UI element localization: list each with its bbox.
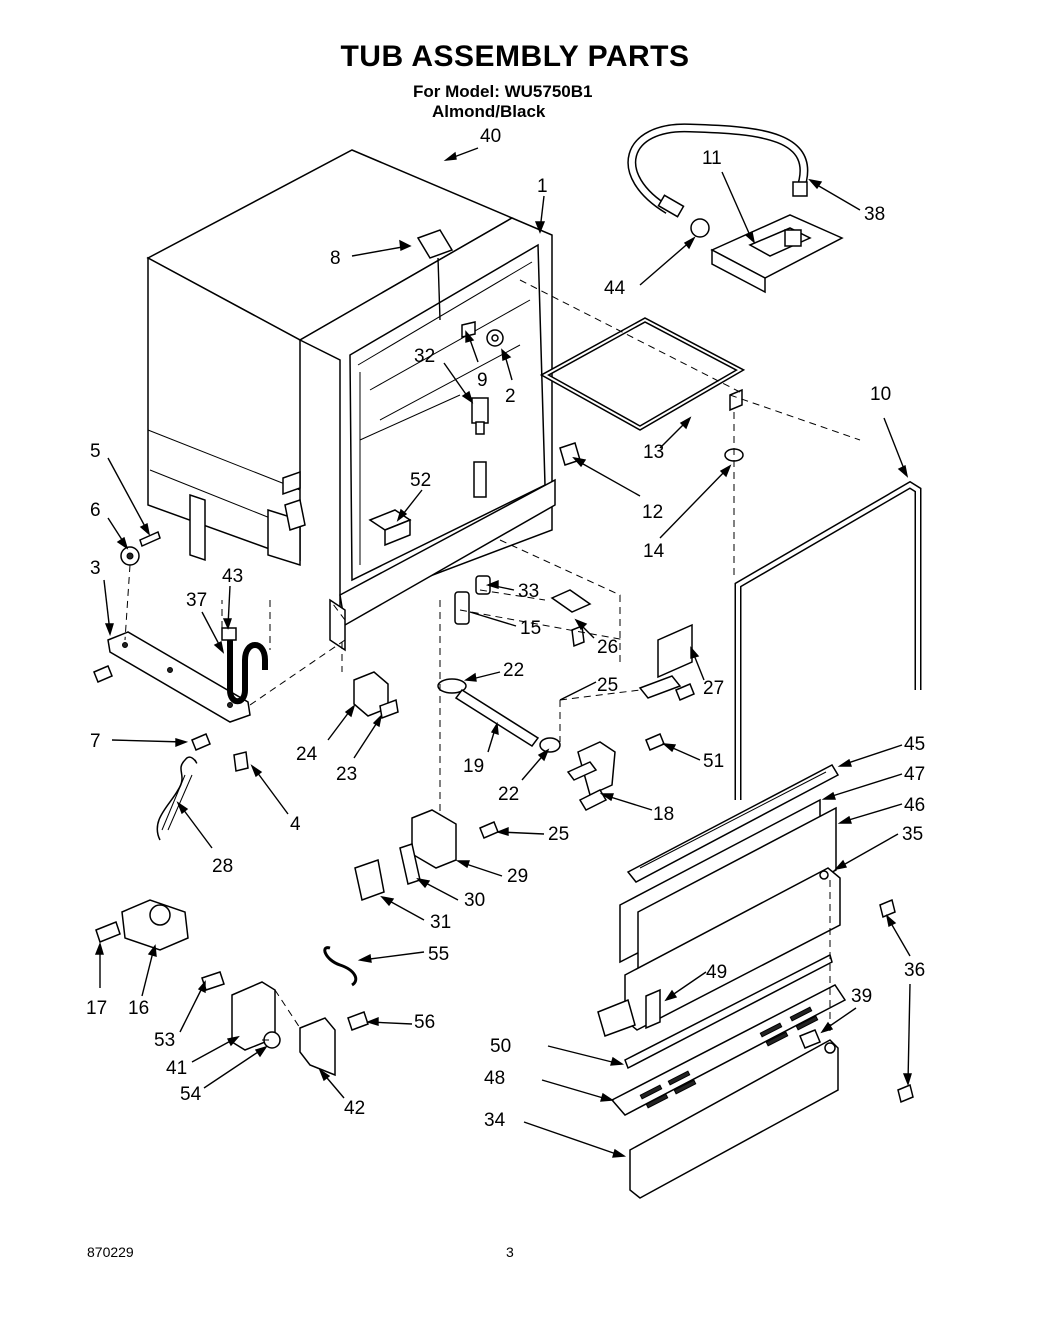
callout-25-lower: 25 [548, 824, 569, 845]
callout-53: 53 [154, 1030, 175, 1051]
callout-5: 5 [90, 441, 101, 462]
page-number: 3 [506, 1244, 514, 1260]
callout-24: 24 [296, 744, 318, 765]
callout-52: 52 [410, 470, 431, 491]
middle-parts-drawing [93, 530, 695, 901]
callout-28: 28 [212, 856, 233, 877]
callout-41: 41 [166, 1058, 187, 1079]
callout-42: 42 [344, 1098, 365, 1119]
color-line: Almond/Black [432, 102, 546, 121]
tub-shell-drawing [146, 149, 581, 652]
callout-23: 23 [336, 764, 357, 785]
callout-44: 44 [604, 278, 626, 299]
callout-40: 40 [480, 126, 501, 147]
callout-8: 8 [330, 248, 341, 269]
lower-left-parts-drawing [95, 899, 369, 1077]
callout-29: 29 [507, 866, 528, 887]
callout-25: 25 [597, 675, 618, 696]
callout-12: 12 [642, 502, 663, 523]
callout-55: 55 [428, 944, 449, 965]
model-line: For Model: WU5750B1 [413, 82, 593, 101]
callout-22-lower: 22 [498, 784, 519, 805]
callout-47: 47 [904, 764, 925, 785]
page-title: TUB ASSEMBLY PARTS [340, 40, 690, 73]
callout-labels: 40 1 8 9 2 32 11 38 44 13 12 14 10 5 6 5… [86, 126, 925, 1131]
callout-10: 10 [870, 384, 891, 405]
top-right-parts-drawing [539, 123, 922, 800]
callout-30: 30 [464, 890, 485, 911]
callout-2: 2 [505, 386, 516, 407]
callout-19: 19 [463, 756, 484, 777]
callout-7: 7 [90, 731, 101, 752]
callout-1: 1 [537, 176, 548, 197]
leader-lines [94, 147, 912, 1158]
callout-36: 36 [904, 960, 925, 981]
callout-37: 37 [186, 590, 207, 611]
callout-18: 18 [653, 804, 674, 825]
callout-48: 48 [484, 1068, 505, 1089]
callout-45: 45 [904, 734, 925, 755]
callout-51: 51 [703, 751, 724, 772]
callout-4: 4 [290, 814, 301, 835]
center-lines [124, 279, 861, 1041]
callout-15: 15 [520, 618, 541, 639]
callout-9: 9 [477, 370, 488, 391]
callout-32: 32 [414, 346, 435, 367]
diagram-code: 870229 [87, 1244, 134, 1260]
callout-38: 38 [864, 204, 885, 225]
callout-54: 54 [180, 1084, 202, 1105]
callout-6: 6 [90, 500, 101, 521]
callout-17: 17 [86, 998, 107, 1019]
callout-27: 27 [703, 678, 724, 699]
callout-14: 14 [643, 541, 665, 562]
callout-26: 26 [597, 637, 618, 658]
callout-33: 33 [518, 581, 539, 602]
callout-31: 31 [430, 912, 451, 933]
callout-43: 43 [222, 566, 243, 587]
callout-11: 11 [702, 148, 722, 169]
callout-49: 49 [706, 962, 727, 983]
callout-39: 39 [851, 986, 872, 1007]
callout-46: 46 [904, 795, 925, 816]
callout-34: 34 [484, 1110, 506, 1131]
callout-16: 16 [128, 998, 149, 1019]
callout-3: 3 [90, 558, 101, 579]
callout-56: 56 [414, 1012, 435, 1033]
callout-22: 22 [503, 660, 524, 681]
callout-50: 50 [490, 1036, 511, 1057]
toe-panel-parts-drawing [597, 764, 914, 1199]
callout-13: 13 [643, 442, 664, 463]
callout-35: 35 [902, 824, 923, 845]
